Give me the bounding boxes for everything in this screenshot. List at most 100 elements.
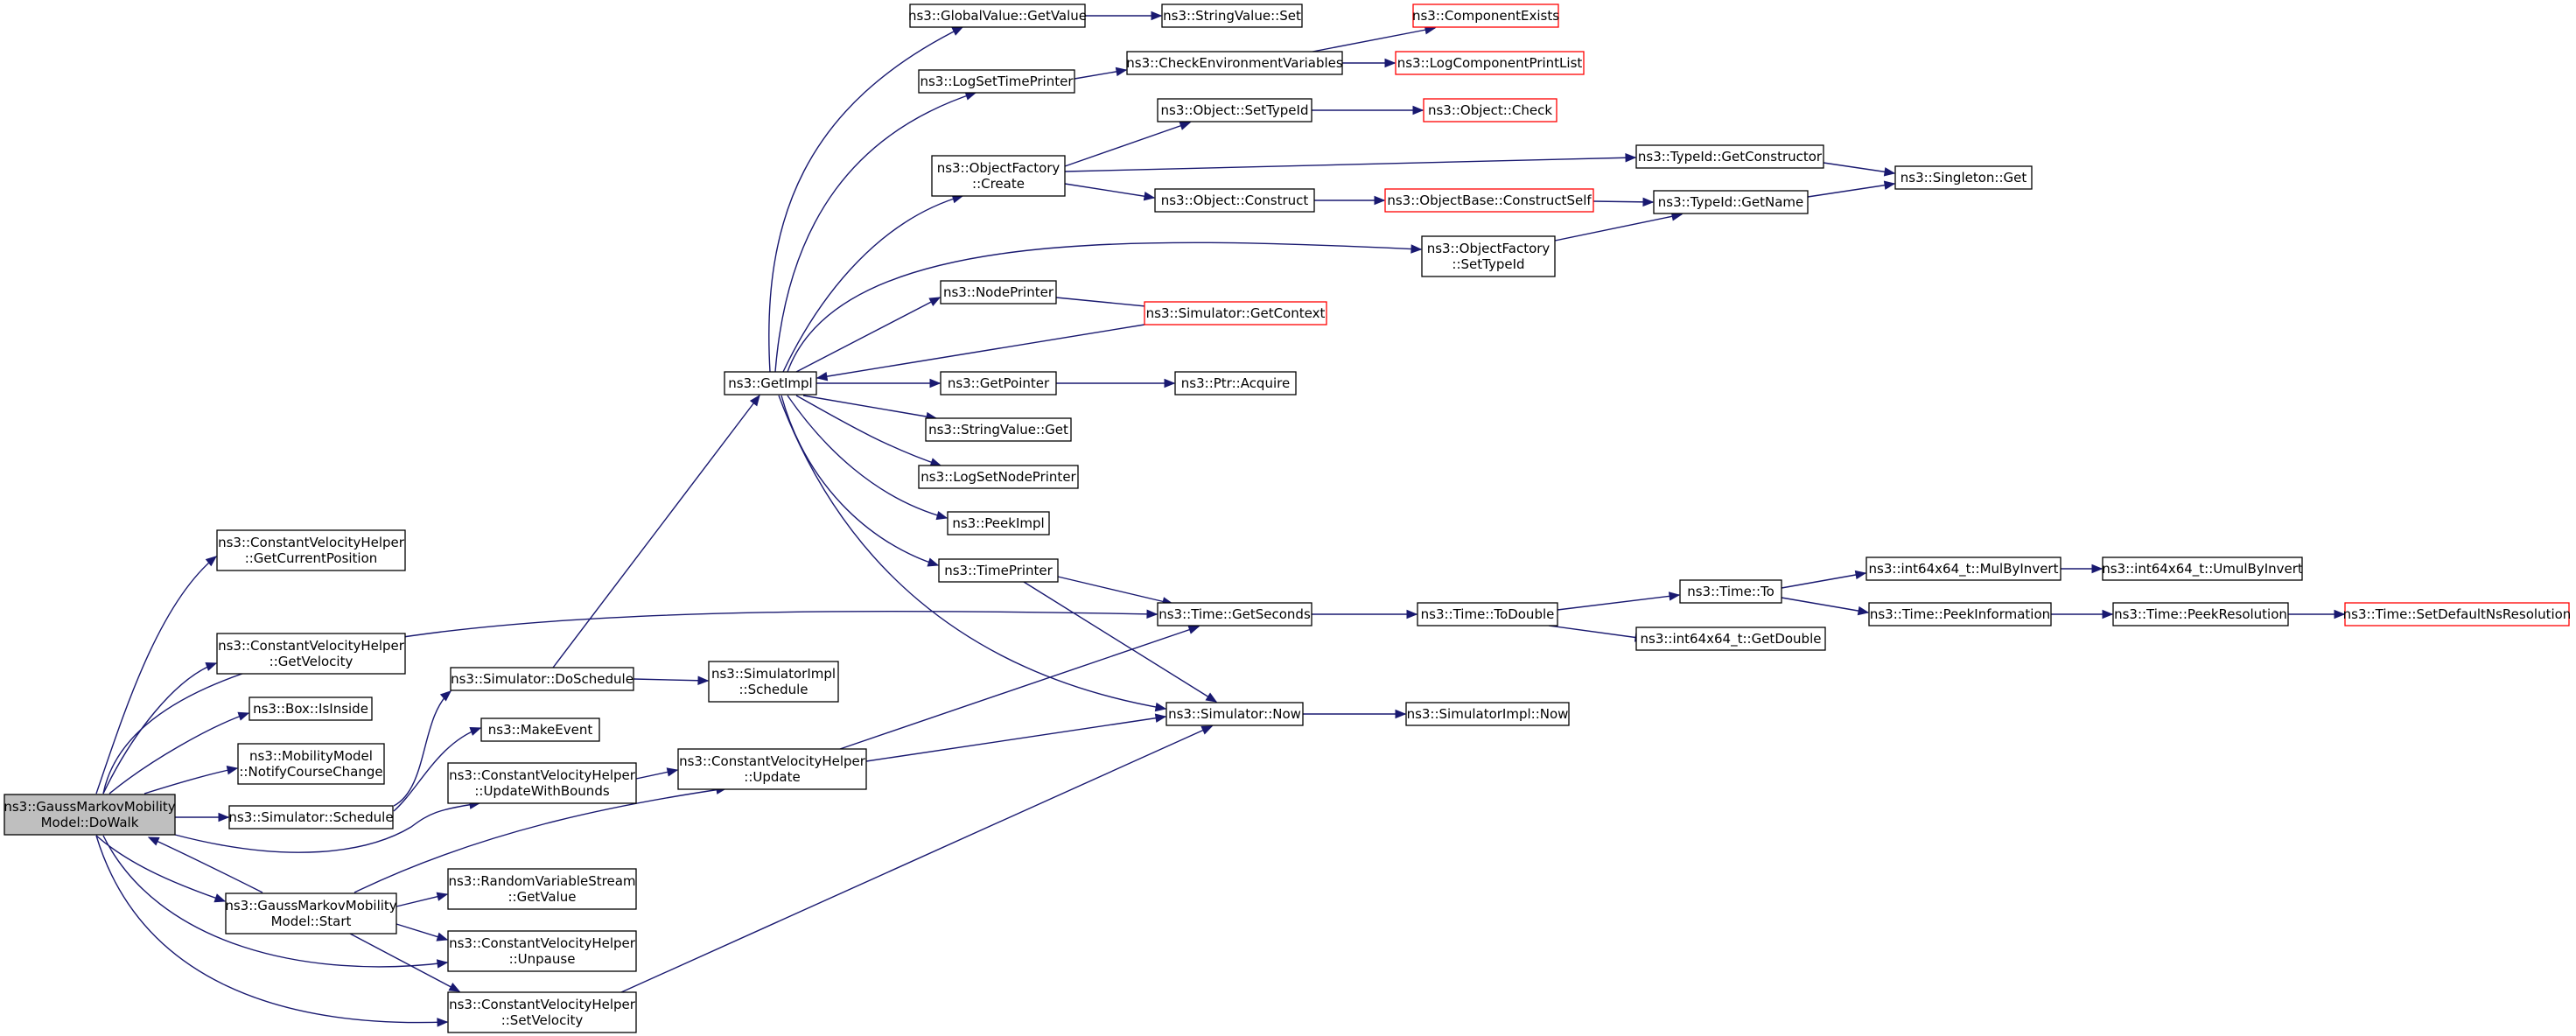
node-object_check[interactable]: ns3::Object::Check [1423, 98, 1558, 122]
node-cvh_getvel[interactable]: ns3::ConstantVelocityHelper::GetVelocity [216, 633, 406, 675]
node-box[interactable] [918, 465, 1079, 489]
node-box[interactable] [2344, 602, 2570, 626]
node-box[interactable] [1635, 144, 1824, 169]
node-box[interactable] [1144, 301, 1327, 326]
node-box[interactable] [216, 529, 406, 571]
node-getpointer[interactable]: ns3::GetPointer [940, 371, 1057, 396]
node-peekimpl[interactable]: ns3::PeekImpl [947, 511, 1050, 536]
node-objfactory_settypeid[interactable]: ns3::ObjectFactory::SetTypeId [1421, 235, 1556, 277]
node-cvh_updbounds[interactable]: ns3::ConstantVelocityHelper::UpdateWithB… [447, 762, 637, 804]
node-componentexists[interactable]: ns3::ComponentExists [1412, 4, 1559, 28]
node-rvs_getvalue[interactable]: ns3::RandomVariableStream::GetValue [447, 868, 637, 910]
node-timeprinter[interactable]: ns3::TimePrinter [938, 558, 1059, 583]
node-time_todouble[interactable]: ns3::Time::ToDouble [1417, 602, 1558, 626]
node-time_peekinfo[interactable]: ns3::Time::PeekInformation [1868, 602, 2052, 626]
node-sim_now[interactable]: ns3::Simulator::Now [1166, 702, 1304, 726]
node-box[interactable] [2102, 556, 2303, 581]
node-box[interactable] [1157, 98, 1312, 122]
node-object_construct[interactable]: ns3::Object::Construct [1154, 188, 1315, 213]
node-box[interactable] [947, 511, 1050, 536]
node-box[interactable] [909, 4, 1086, 28]
node-simimpl_now[interactable]: ns3::SimulatorImpl::Now [1405, 702, 1570, 726]
node-box[interactable] [248, 696, 373, 721]
node-box[interactable] [1395, 51, 1585, 75]
node-box[interactable] [1423, 98, 1558, 122]
node-time_setdefaultres[interactable]: ns3::Time::SetDefaultNsResolution [2343, 602, 2572, 626]
node-sim_getcontext[interactable]: ns3::Simulator::GetContext [1144, 301, 1327, 326]
node-box[interactable] [1126, 51, 1343, 75]
node-mm_notify[interactable]: ns3::MobilityModel::NotifyCourseChange [237, 743, 385, 785]
node-int64_umulbyinvert[interactable]: ns3::int64x64_t::UmulByInvert [2102, 556, 2303, 581]
node-box[interactable] [931, 155, 1066, 197]
node-box[interactable] [724, 371, 817, 396]
node-time_to[interactable]: ns3::Time::To [1679, 579, 1782, 604]
node-box[interactable] [216, 633, 406, 675]
node-box[interactable] [2112, 602, 2289, 626]
node-box[interactable] [1384, 188, 1594, 213]
node-int64_mulbyinvert[interactable]: ns3::int64x64_t::MulByInvert [1866, 556, 2062, 581]
node-box[interactable] [1679, 579, 1782, 604]
node-time_getseconds[interactable]: ns3::Time::GetSeconds [1157, 602, 1312, 626]
node-int64_getdouble[interactable]: ns3::int64x64_t::GetDouble [1635, 626, 1826, 651]
node-box[interactable] [940, 371, 1057, 396]
node-box[interactable] [1154, 188, 1315, 213]
node-box[interactable] [1866, 556, 2062, 581]
node-box[interactable] [447, 991, 637, 1033]
node-box[interactable] [1635, 626, 1826, 651]
node-box[interactable] [1412, 4, 1559, 28]
node-cvh_unpause[interactable]: ns3::ConstantVelocityHelper::Unpause [447, 930, 637, 972]
node-box[interactable] [938, 558, 1059, 583]
node-makeevent[interactable]: ns3::MakeEvent [480, 718, 600, 742]
node-box[interactable] [225, 892, 397, 934]
node-box[interactable] [237, 743, 385, 785]
node-stringvalue_get[interactable]: ns3::StringValue::Get [925, 417, 1072, 442]
node-cvh_setvel[interactable]: ns3::ConstantVelocityHelper::SetVelocity [447, 991, 637, 1033]
node-logsetnodeprinter[interactable]: ns3::LogSetNodePrinter [918, 465, 1079, 489]
node-box[interactable] [940, 280, 1057, 304]
node-object_settypeid[interactable]: ns3::Object::SetTypeId [1157, 98, 1312, 122]
node-box[interactable] [4, 794, 176, 836]
node-box[interactable] [228, 805, 394, 830]
node-checkenv[interactable]: ns3::CheckEnvironmentVariables [1126, 51, 1343, 75]
node-box[interactable] [708, 661, 839, 703]
node-box[interactable] [925, 417, 1072, 442]
node-box[interactable] [1894, 165, 2033, 190]
node-box[interactable] [1174, 371, 1297, 396]
node-box[interactable] [447, 868, 637, 910]
node-box[interactable] [1157, 602, 1312, 626]
node-gv_getvalue[interactable]: ns3::GlobalValue::GetValue [908, 4, 1087, 28]
node-box[interactable] [1417, 602, 1558, 626]
node-logcompprintlist[interactable]: ns3::LogComponentPrintList [1395, 51, 1585, 75]
node-box[interactable] [1653, 190, 1809, 214]
node-ptr_acquire[interactable]: ns3::Ptr::Acquire [1174, 371, 1297, 396]
node-objfactory_create[interactable]: ns3::ObjectFactory::Create [931, 155, 1066, 197]
node-box[interactable] [1166, 702, 1304, 726]
node-nodeprinter[interactable]: ns3::NodePrinter [940, 280, 1057, 304]
node-box[interactable] [447, 762, 637, 804]
node-cvh_update[interactable]: ns3::ConstantVelocityHelper::Update [677, 748, 867, 790]
node-box_isinside[interactable]: ns3::Box::IsInside [248, 696, 373, 721]
node-box[interactable] [1161, 4, 1303, 28]
node-time_peekres[interactable]: ns3::Time::PeekResolution [2112, 602, 2289, 626]
node-stringvalue_set[interactable]: ns3::StringValue::Set [1161, 4, 1303, 28]
node-box[interactable] [480, 718, 600, 742]
node-logsettimeprinter[interactable]: ns3::LogSetTimePrinter [918, 69, 1075, 94]
node-simimpl_schedule[interactable]: ns3::SimulatorImpl::Schedule [708, 661, 839, 703]
node-box[interactable] [450, 667, 634, 691]
node-box[interactable] [677, 748, 867, 790]
node-box[interactable] [1421, 235, 1556, 277]
node-typeid_getconstructor[interactable]: ns3::TypeId::GetConstructor [1635, 144, 1824, 169]
node-box[interactable] [1868, 602, 2052, 626]
node-getimpl[interactable]: ns3::GetImpl [724, 371, 817, 396]
node-typeid_getname[interactable]: ns3::TypeId::GetName [1653, 190, 1809, 214]
node-box[interactable] [447, 930, 637, 972]
node-singleton_get[interactable]: ns3::Singleton::Get [1894, 165, 2033, 190]
node-objbase_constructself[interactable]: ns3::ObjectBase::ConstructSelf [1384, 188, 1594, 213]
node-sim_doschedule[interactable]: ns3::Simulator::DoSchedule [450, 667, 634, 691]
node-box[interactable] [918, 69, 1075, 94]
node-box[interactable] [1405, 702, 1570, 726]
node-cvh_getcurpos[interactable]: ns3::ConstantVelocityHelper::GetCurrentP… [216, 529, 406, 571]
node-sim_schedule[interactable]: ns3::Simulator::Schedule [228, 805, 394, 830]
